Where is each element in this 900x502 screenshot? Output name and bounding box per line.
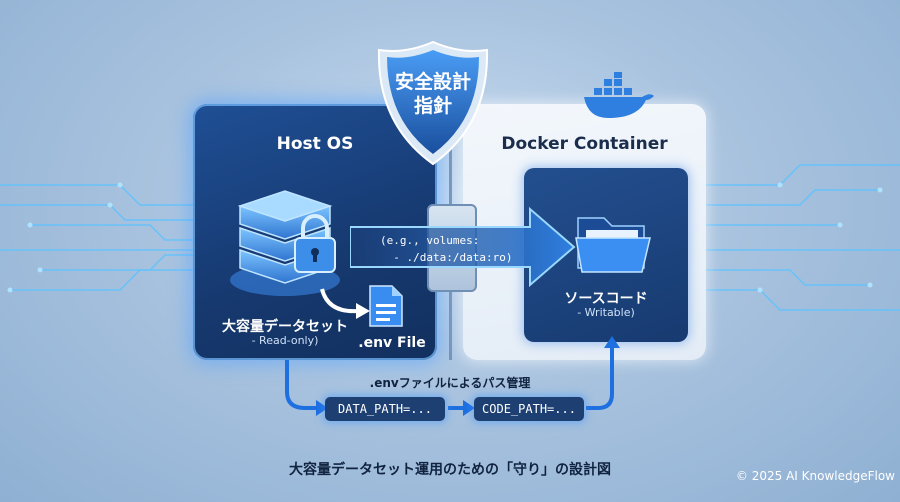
env-arrow — [320, 288, 370, 319]
document-icon — [369, 285, 403, 327]
footer-caption: 大容量データセット運用のための「守り」の設計図 — [289, 462, 611, 478]
volume-arrow — [350, 206, 576, 288]
source-code-sublabel: - Writable) — [577, 306, 635, 319]
shield-line2: 指針 — [413, 95, 452, 117]
env-file-label: .env File — [358, 335, 426, 351]
env-flow-caption: .envファイルによるパス管理 — [369, 376, 531, 390]
data-path-pill: DATA_PATH=... — [325, 397, 445, 421]
dataset-label: 大容量データセット — [222, 319, 348, 335]
dataset-sublabel: - Read-only) — [251, 334, 319, 347]
source-code-label: ソースコード — [564, 291, 648, 307]
volume-mapping-text: (e.g., volumes: - ./data:/data:ro) — [380, 232, 530, 266]
folder-icon — [575, 217, 651, 273]
shield-line1: 安全設計 — [394, 71, 471, 93]
server-lock-icon — [230, 190, 340, 296]
docker-title: Docker Container — [501, 134, 668, 154]
shield-icon — [377, 40, 489, 166]
shield-label: 安全設計 指針 — [380, 70, 486, 118]
copyright-text: © 2025 AI KnowledgeFlow — [735, 469, 895, 483]
host-os-title: Host OS — [276, 134, 354, 154]
docker-whale-icon — [584, 72, 654, 118]
volume-line2: - ./data:/data:ro) — [393, 251, 513, 264]
volume-line1: (e.g., volumes: — [380, 234, 480, 247]
code-path-pill: CODE_PATH=... — [474, 397, 584, 421]
